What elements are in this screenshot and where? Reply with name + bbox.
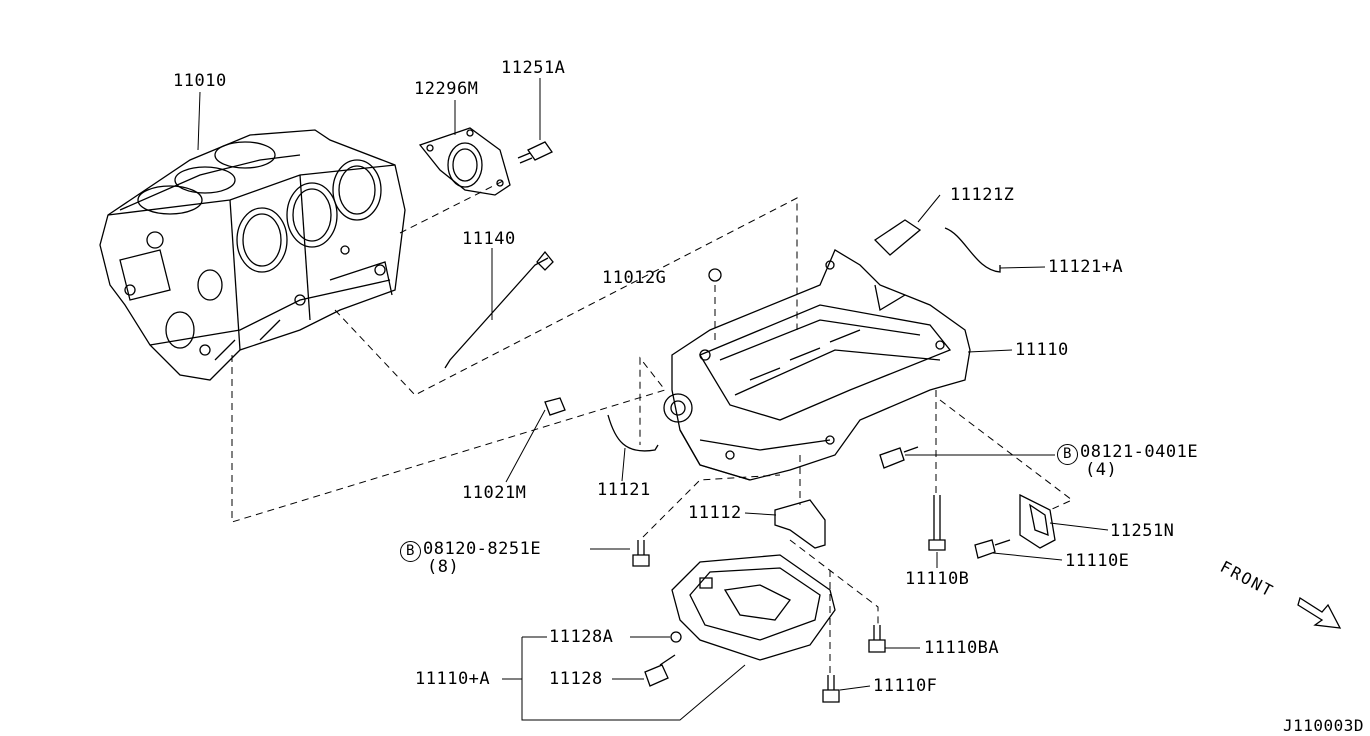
gasket-11121a-illustration [944,227,1001,273]
plug-11128-illustration [644,654,676,687]
cap-11021m-illustration [544,397,566,416]
label-11110f[interactable]: 11110F [873,676,938,696]
label-11021m[interactable]: 11021M [462,483,527,503]
label-11110[interactable]: 11110 [1015,340,1069,360]
label-11251n[interactable]: 11251N [1110,521,1175,541]
front-arrow [1297,596,1342,629]
label-11110ba[interactable]: 11110BA [924,638,1000,658]
bolt-11251a-illustration [517,141,553,164]
label-11128a[interactable]: 11128A [549,627,614,647]
o-ring-11012g-illustration [708,268,722,282]
diagram-code: J110003D [1282,716,1364,735]
part-number: 08120-8251E [423,539,542,559]
upper-oil-pan-illustration [663,249,971,481]
bolt-08121-illustration [879,446,919,469]
label-08120-qty: (8) [427,557,460,577]
baffle-11121-illustration [607,414,659,452]
bolt-11110b-illustration [928,495,946,551]
lower-oil-pan-illustration [671,554,836,661]
gasket-11251n-illustration [1019,493,1056,549]
bolt-08120-illustration [632,540,650,567]
oil-strainer-11121z-illustration [873,219,922,256]
label-11012g[interactable]: 11012G [602,268,667,288]
label-11110a[interactable]: 11110+A [415,669,491,689]
bolt-marker-icon: B [400,541,421,562]
label-11010[interactable]: 11010 [173,71,227,91]
part-number: 08121-0401E [1080,442,1199,462]
label-11251a[interactable]: 11251A [501,58,566,78]
label-11121a[interactable]: 11121+A [1048,257,1124,277]
bolt-11110e-illustration [974,539,1011,559]
bolt-11110f-illustration [822,675,840,703]
oil-seal-retainer-illustration [418,127,511,196]
label-11112[interactable]: 11112 [688,503,742,523]
label-11121[interactable]: 11121 [597,480,651,500]
label-08121-qty: (4) [1085,460,1118,480]
label-11110e[interactable]: 11110E [1065,551,1130,571]
cylinder-block-illustration [99,129,406,381]
leader-lines [197,78,1109,721]
label-12296m[interactable]: 12296M [414,79,479,99]
assembly-dashed-lines [231,179,1073,675]
label-11128[interactable]: 11128 [549,669,603,689]
label-11110b[interactable]: 11110B [905,569,970,589]
washer-11128a-illustration [670,631,682,643]
dipstick-illustration [444,250,554,369]
bracket-11112-illustration [774,499,826,549]
label-11140[interactable]: 11140 [462,229,516,249]
bolt-11110ba-illustration [868,625,886,653]
bolt-marker-icon: B [1057,444,1078,465]
label-11121z[interactable]: 11121Z [950,185,1015,205]
